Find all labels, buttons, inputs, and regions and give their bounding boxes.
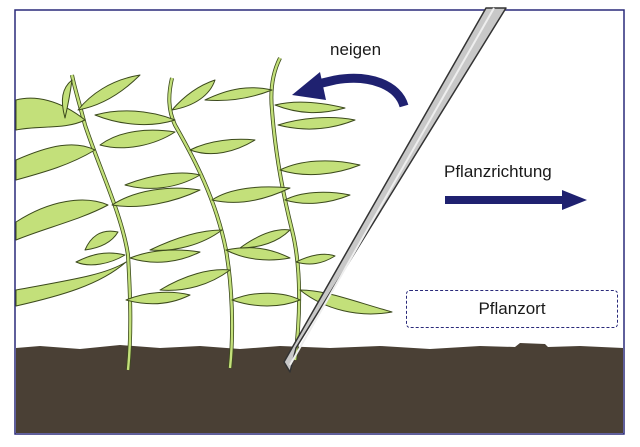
leaf — [171, 79, 216, 111]
leaf — [149, 229, 223, 251]
leaf — [15, 261, 127, 307]
leaf — [125, 291, 191, 305]
leaf — [189, 138, 256, 155]
leaf — [231, 292, 301, 307]
planting-direction-label: Pflanzrichtung — [444, 162, 552, 181]
leaf — [15, 144, 96, 181]
leaf — [284, 191, 351, 204]
leaf — [159, 269, 231, 291]
arrow-right-icon — [445, 190, 587, 210]
leaf — [61, 79, 73, 119]
curved-arrow-left-icon — [292, 72, 409, 108]
leaf — [129, 249, 201, 263]
leaf — [111, 187, 201, 208]
leaf — [295, 253, 336, 265]
leaf — [279, 160, 361, 176]
soil — [16, 343, 623, 433]
leaf — [15, 199, 109, 241]
leaf — [239, 229, 291, 249]
leaf — [99, 129, 176, 149]
leaf — [75, 252, 126, 266]
leaf — [204, 87, 273, 101]
leaf — [94, 110, 176, 126]
tilt-label: neigen — [330, 40, 382, 59]
planting-spot-label: Pflanzort — [478, 299, 546, 318]
leaf — [211, 186, 291, 203]
planting-tweezers-icon — [283, 7, 507, 373]
leaf — [277, 117, 356, 130]
planting-spot-box: Pflanzort — [406, 290, 618, 328]
leaf — [274, 101, 346, 114]
plants — [15, 57, 393, 371]
leaf — [124, 172, 201, 189]
leaf — [15, 97, 86, 131]
leaf — [77, 74, 141, 111]
leaf — [84, 230, 119, 251]
